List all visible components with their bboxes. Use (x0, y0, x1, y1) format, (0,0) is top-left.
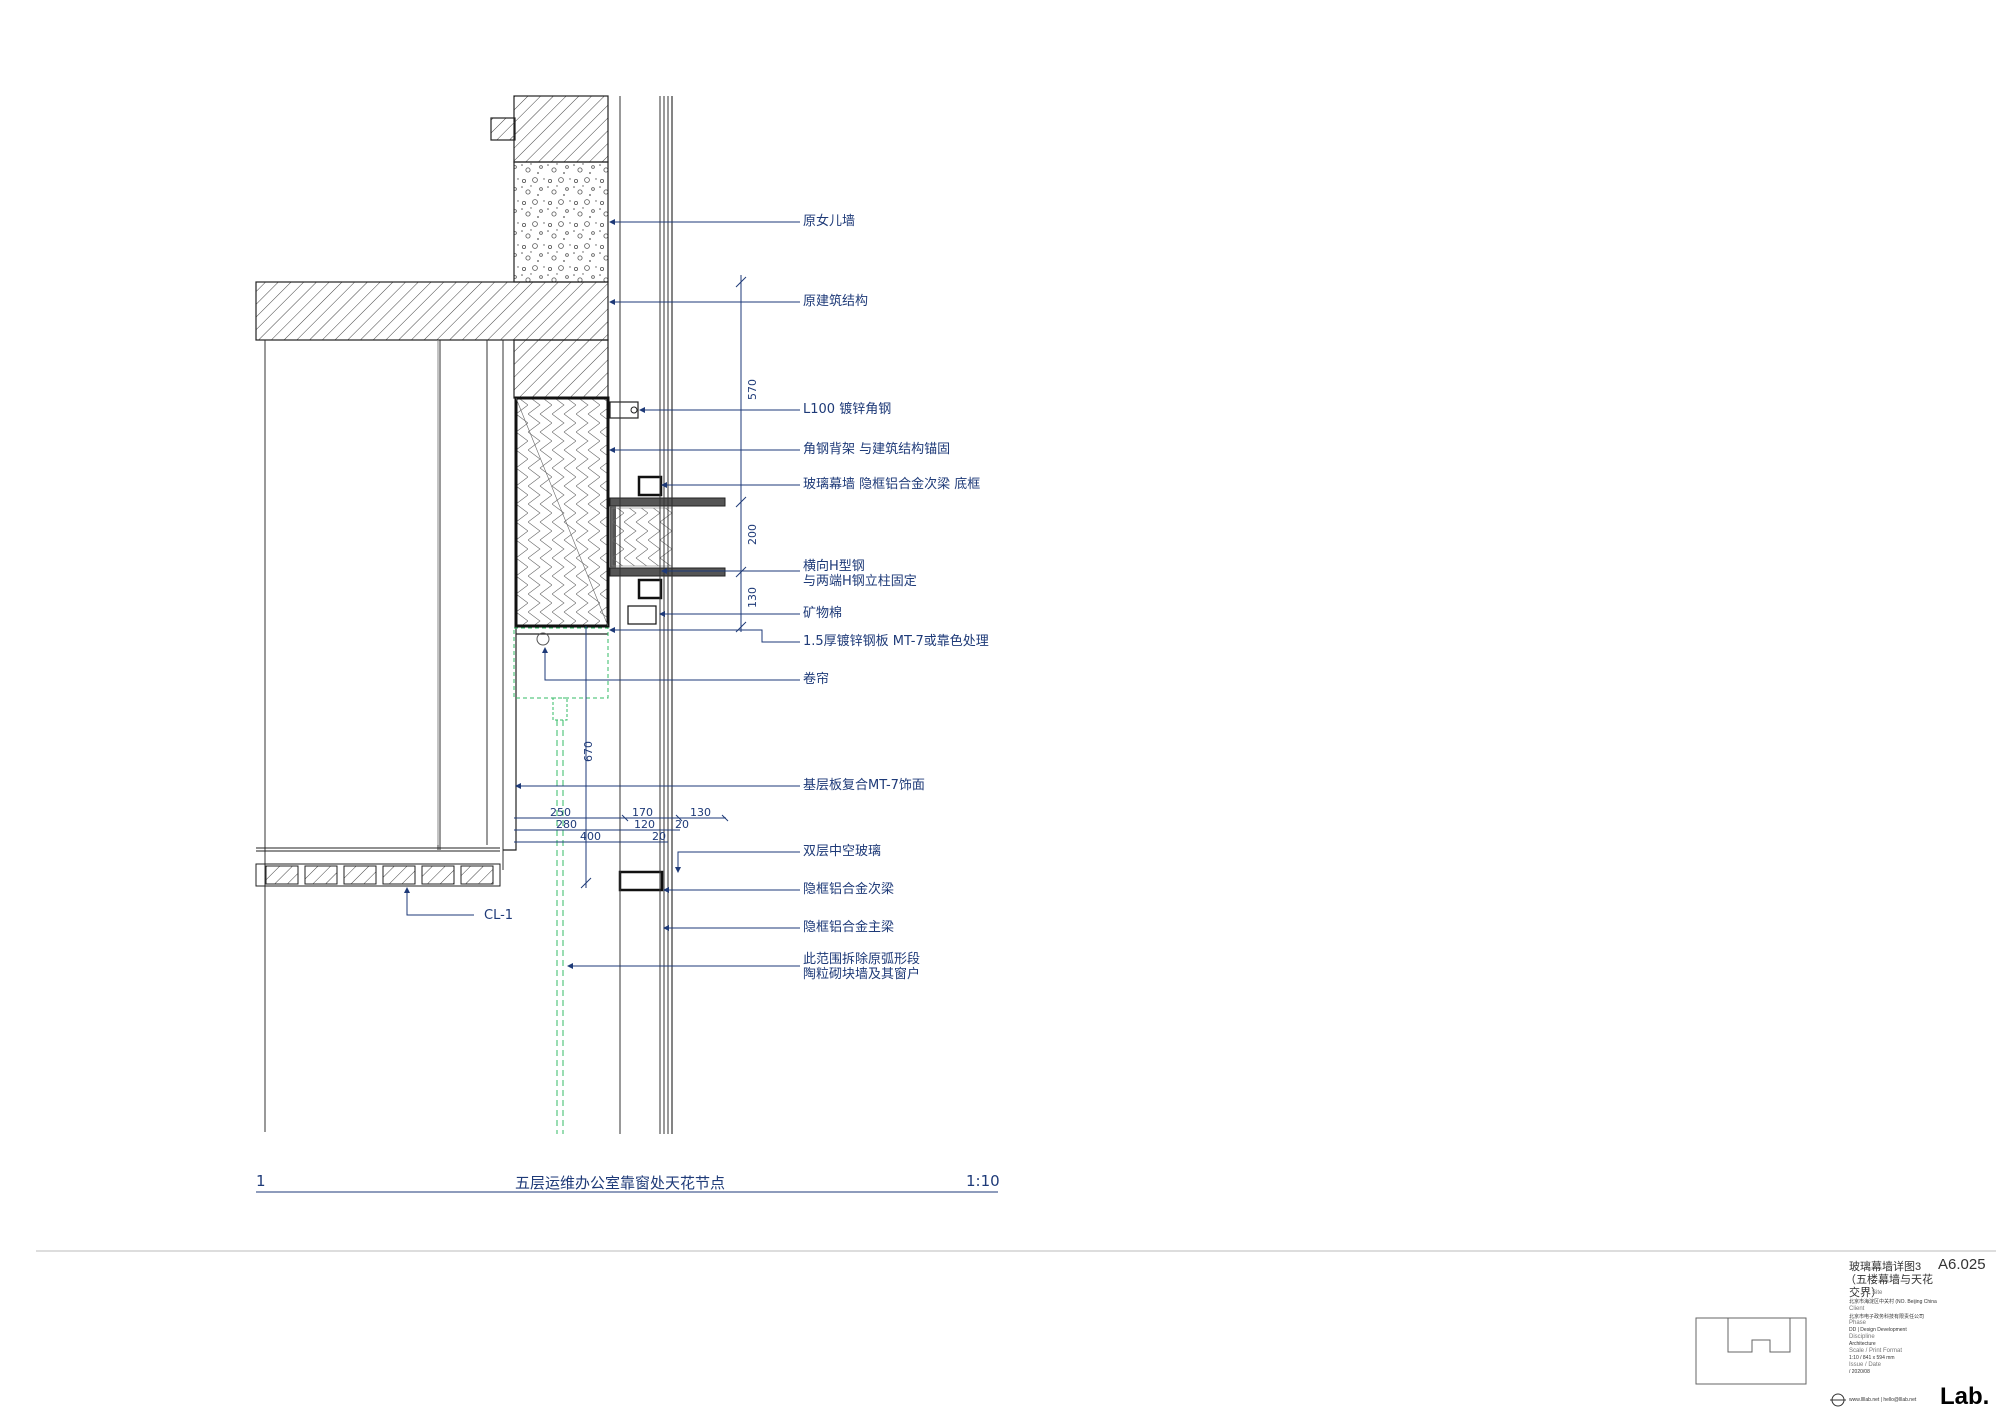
leader-lines (404, 219, 800, 969)
dim-670: 670 (582, 741, 595, 762)
scale-label: Scale / Print Format (1849, 1348, 1903, 1354)
scale-value: 1:10 / 841 x 594 mm (1849, 1355, 1895, 1361)
angle-steel (609, 401, 639, 419)
label-back-frame: 角钢背架 与建筑结构锚固 (803, 442, 951, 457)
north-arrow-icon (1830, 1393, 1846, 1407)
dim-250: 250 (550, 806, 571, 819)
label-h-beam: 横向H型钢 (803, 559, 865, 574)
label-h-beam-fix: 与两端H钢立柱固定 (803, 574, 917, 589)
dim-20-lower: 20 (652, 830, 666, 843)
discipline-label: Discipline (1849, 1334, 1875, 1340)
dim-400: 400 (580, 830, 601, 843)
key-plan (1695, 1317, 1807, 1385)
site-value: 北京市海淀区中关村 (NO. Beijing China (1849, 1299, 1937, 1305)
label-main-beam: 隐框铝合金主梁 (803, 920, 895, 935)
label-mineral-wool: 矿物棉 (803, 606, 843, 621)
issue-value: / 2020/08 (1849, 1369, 1870, 1375)
horizontal-dimensions (514, 814, 729, 843)
dim-20-upper: 20 (675, 818, 689, 831)
drawing-title: 五层运维办公室靠窗处天花节点 (515, 1174, 726, 1192)
label-ceiling-code: CL-1 (484, 908, 514, 923)
label-secondary-beam: 隐框铝合金次梁 (803, 882, 895, 897)
label-structure: 原建筑结构 (803, 294, 869, 309)
dim-570: 570 (746, 379, 759, 400)
label-block-wall: 陶粒砌块墙及其窗户 (803, 967, 921, 982)
label-steel-plate: 1.5厚镀锌钢板 MT-7或靠色处理 (803, 634, 989, 649)
client-label: Client (1849, 1306, 1865, 1312)
site-label: Site (1872, 1290, 1883, 1296)
interior-wall (264, 340, 504, 1132)
issue-label: Issue / Date (1849, 1362, 1882, 1368)
sheet-number: A6.025 (1938, 1256, 1986, 1273)
roller-blind (513, 627, 609, 1134)
drawing-scale: 1:10 (966, 1172, 1000, 1190)
dim-130-v: 130 (746, 587, 759, 608)
label-parapet: 原女儿墙 (803, 214, 856, 229)
lab-logo: Lab. (1940, 1383, 1990, 1410)
contact: www.llllab.net | hello@lllab.net (1849, 1397, 1917, 1403)
vertical-dimensions (580, 275, 747, 889)
sheet-title-3: 交界） (1849, 1287, 1882, 1299)
label-roller-blind: 卷帘 (803, 672, 830, 687)
dim-170: 170 (632, 806, 653, 819)
client-value: 北京市电子政务科技有限责任公司 (1849, 1314, 1925, 1320)
steel-frame (514, 396, 610, 628)
label-demolish-range: 此范围拆除原弧形段 (803, 952, 921, 967)
sheet-title-2: （五楼幕墙与天花 (1845, 1274, 1933, 1286)
dim-120: 120 (634, 818, 655, 831)
structure-slab (255, 281, 609, 399)
ceiling-grid (255, 340, 501, 887)
label-insulated-glass: 双层中空玻璃 (803, 844, 882, 859)
sheet-title-1: 玻璃幕墙详图3 (1849, 1261, 1922, 1273)
phase-label: Phase (1849, 1320, 1867, 1326)
label-base-board: 基层板复合MT-7饰面 (803, 778, 925, 793)
drawing-number: 1 (256, 1172, 266, 1190)
parapet-wall (490, 95, 609, 283)
dim-280: 280 (556, 818, 577, 831)
dim-130-h: 130 (690, 806, 711, 819)
label-angle-steel: L100 镀锌角钢 (803, 402, 892, 417)
steel-plate (503, 626, 608, 851)
dim-200: 200 (746, 524, 759, 545)
phase-value: DD | Design Development (1849, 1327, 1907, 1333)
discipline-value: Architecture (1849, 1341, 1876, 1347)
label-curtain-wall-frame: 玻璃幕墙 隐框铝合金次梁 底框 (803, 477, 981, 492)
